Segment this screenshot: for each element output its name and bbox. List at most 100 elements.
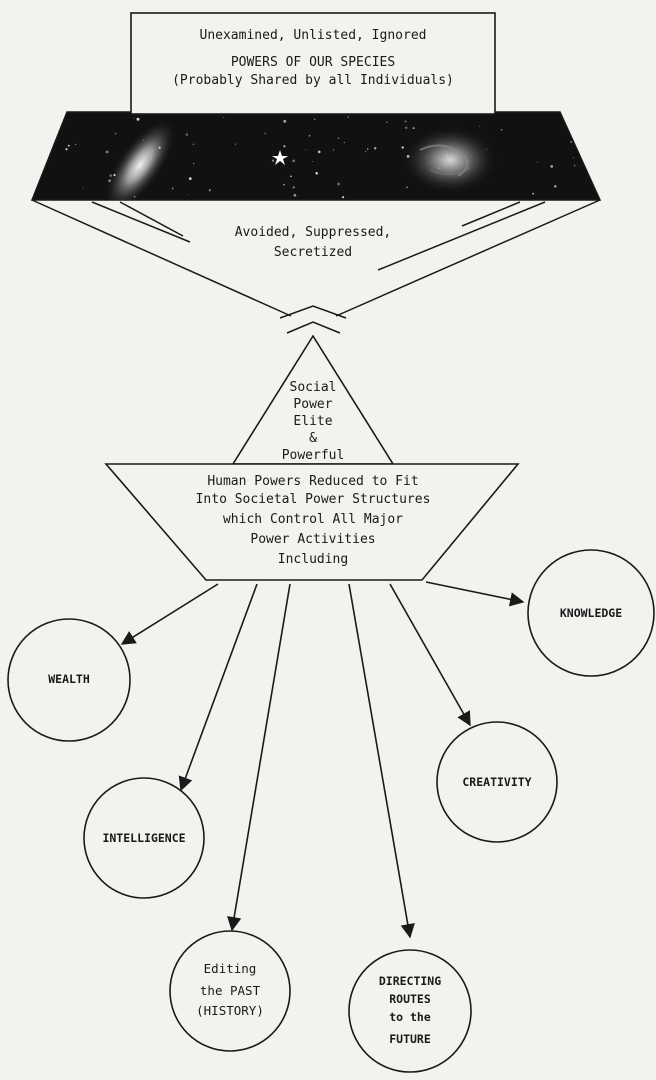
star xyxy=(292,186,295,189)
star xyxy=(133,117,135,119)
future-label-3: to the xyxy=(389,1010,431,1024)
star xyxy=(292,159,296,163)
future-label-2: ROUTES xyxy=(389,992,431,1006)
star xyxy=(235,143,236,145)
intelligence-label: INTELLIGENCE xyxy=(102,831,185,845)
star xyxy=(113,174,116,177)
star xyxy=(74,143,77,146)
funnel-line-1: Avoided, Suppressed, xyxy=(235,225,392,240)
base-line-5: Including xyxy=(278,552,348,567)
top-box-line-1: Unexamined, Unlisted, Ignored xyxy=(200,28,427,43)
star xyxy=(536,161,538,163)
top-box-line-3: (Probably Shared by all Individuals) xyxy=(172,73,454,88)
future-label-1: DIRECTING xyxy=(379,974,441,988)
star xyxy=(333,149,335,151)
star xyxy=(52,126,55,129)
star xyxy=(554,185,557,188)
star xyxy=(150,158,153,160)
galaxy-left xyxy=(103,118,177,200)
creativity-label: CREATIVITY xyxy=(462,775,531,789)
history-label-1: Editing xyxy=(204,961,257,976)
star xyxy=(158,146,161,149)
knowledge-label: KNOWLEDGE xyxy=(560,606,622,620)
star xyxy=(308,134,311,137)
star xyxy=(342,196,345,199)
star xyxy=(133,195,136,198)
base-line-1: Human Powers Reduced to Fit xyxy=(207,474,418,489)
node-intelligence: INTELLIGENCE xyxy=(83,777,205,899)
star xyxy=(404,120,407,123)
node-future: DIRECTING ROUTES to the FUTURE xyxy=(348,949,472,1073)
arrow-to-history xyxy=(227,583,291,932)
star xyxy=(573,157,574,159)
star xyxy=(187,193,189,195)
space-band xyxy=(30,111,602,201)
star xyxy=(223,116,225,118)
triangle-line-2: Power xyxy=(293,397,332,412)
top-box: Unexamined, Unlisted, Ignored POWERS OF … xyxy=(130,12,496,115)
star xyxy=(67,144,70,147)
star xyxy=(365,151,367,153)
funnel-line-2: Secretized xyxy=(274,245,352,260)
star xyxy=(105,150,109,154)
star xyxy=(412,127,415,130)
star xyxy=(192,143,195,146)
star xyxy=(347,116,350,118)
star xyxy=(550,165,553,168)
arrow-to-creativity xyxy=(389,583,471,727)
star xyxy=(65,148,68,151)
star xyxy=(290,175,292,178)
history-label-2: the PAST xyxy=(200,983,261,998)
future-label-4: FUTURE xyxy=(389,1032,431,1046)
star xyxy=(313,118,316,121)
base-line-3: which Control All Major xyxy=(223,512,403,527)
arrows xyxy=(120,581,525,939)
node-creativity: CREATIVITY xyxy=(436,721,558,843)
star xyxy=(532,192,534,195)
star xyxy=(386,121,388,124)
star xyxy=(406,155,410,158)
star xyxy=(437,167,440,169)
star xyxy=(401,146,404,149)
star xyxy=(343,141,345,143)
star xyxy=(485,148,487,150)
node-history: Editing the PAST (HISTORY) xyxy=(169,930,291,1052)
star xyxy=(405,126,408,129)
node-wealth: WEALTH xyxy=(7,618,131,742)
star xyxy=(283,145,286,148)
triangle-line-4: & xyxy=(309,431,317,446)
base-trapezoid: Human Powers Reduced to Fit Into Societa… xyxy=(104,463,520,581)
triangle-line-5: Powerful xyxy=(282,448,345,463)
triangle-line-3: Elite xyxy=(293,414,332,429)
star xyxy=(446,155,448,157)
star xyxy=(208,189,211,192)
star xyxy=(500,129,503,131)
star xyxy=(406,186,408,188)
base-line-4: Power Activities xyxy=(250,532,375,547)
triangle-line-1: Social xyxy=(290,380,337,395)
star xyxy=(337,137,340,139)
star xyxy=(573,164,576,167)
star xyxy=(373,147,377,150)
star xyxy=(366,148,369,150)
star xyxy=(478,125,481,127)
funnel xyxy=(31,199,601,334)
star xyxy=(315,172,318,175)
star xyxy=(109,174,113,177)
star xyxy=(305,148,307,150)
star xyxy=(312,160,314,163)
star xyxy=(136,117,140,121)
bright-star xyxy=(272,150,288,165)
star xyxy=(283,183,285,186)
star-field xyxy=(52,116,576,199)
arrow-to-intelligence xyxy=(178,583,258,792)
star xyxy=(171,187,174,190)
history-label-3: (HISTORY) xyxy=(196,1003,264,1018)
star xyxy=(141,168,143,171)
star xyxy=(264,132,266,135)
arrow-to-wealth xyxy=(120,583,219,645)
star xyxy=(570,141,572,143)
star xyxy=(283,119,287,123)
